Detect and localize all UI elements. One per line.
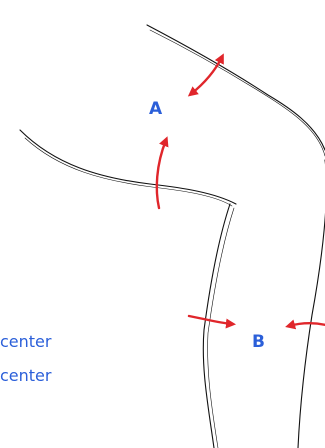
caption-line-2: center [0,366,52,385]
label-a: A [149,99,163,119]
arrow-b-left [187,314,237,329]
left-leg-outline-inner [207,207,235,448]
upper-arm-outline-inner [24,137,233,207]
label-b: B [252,332,265,352]
arrow-a-upper [187,53,224,97]
right-leg-outline [297,159,325,448]
caption-line-1: center [0,332,52,351]
shoulder-outline [146,24,325,151]
left-leg-outline [202,203,231,448]
shoulder-outline-inner [149,29,325,157]
upper-arm-outline [19,129,237,205]
arrow-a-lower [155,136,169,210]
arrow-b-right [285,319,325,330]
